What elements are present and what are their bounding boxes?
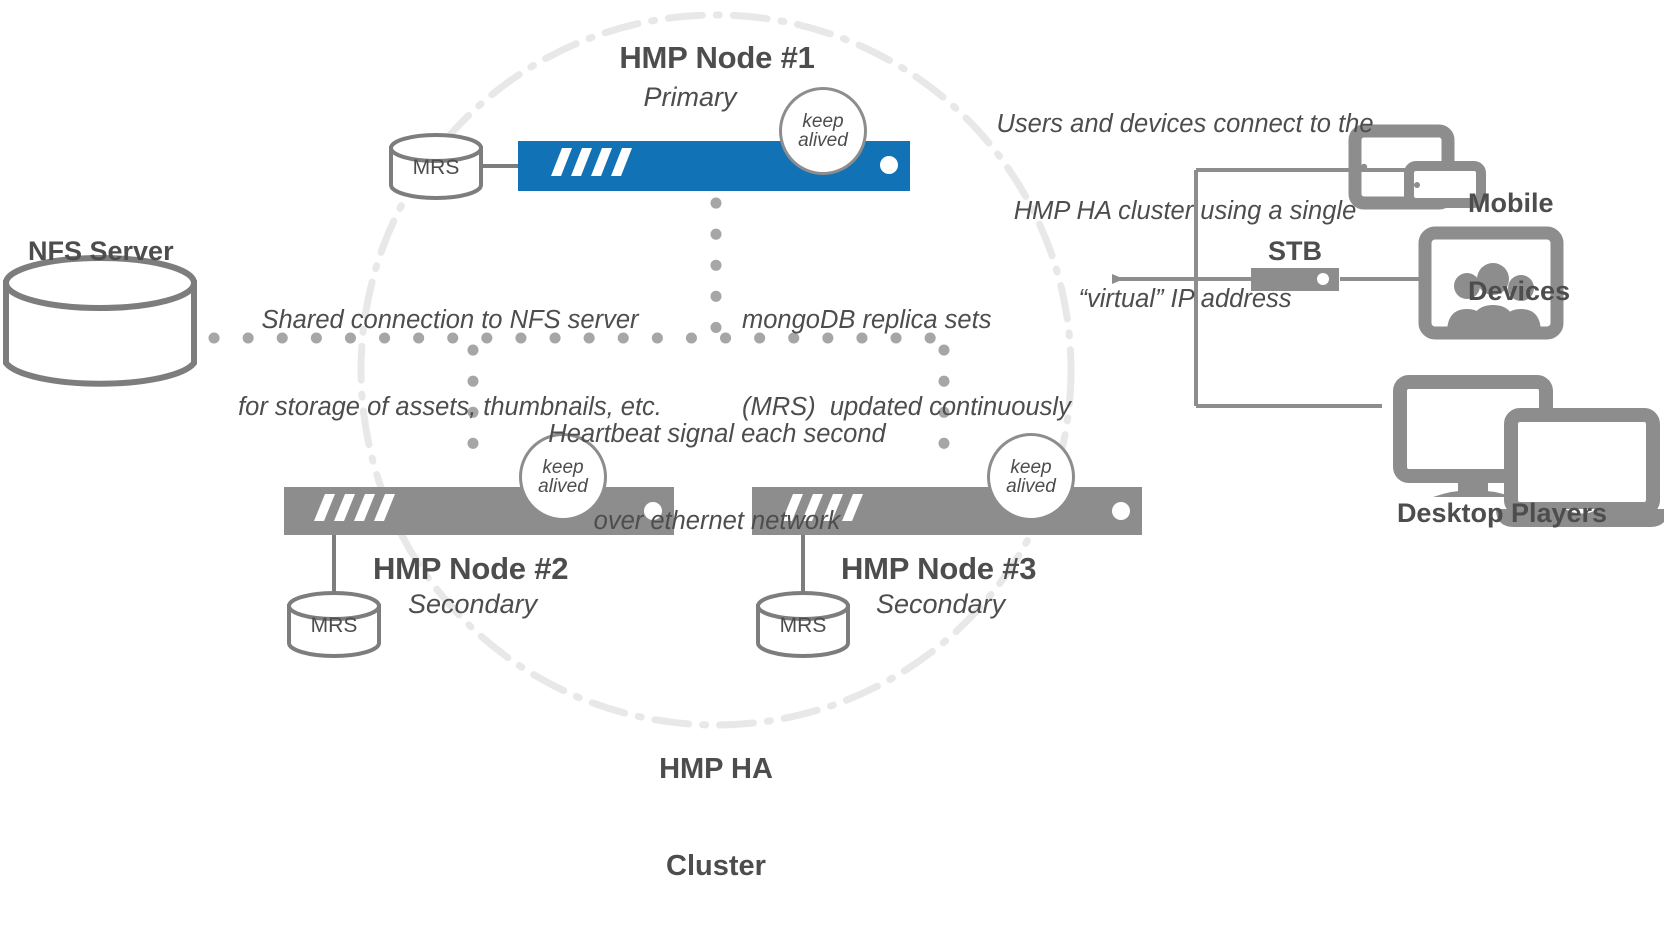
tablet-phone-icon	[1348, 124, 1486, 210]
node2-title: HMP Node #2	[373, 551, 569, 586]
annotation-nfs-shared: Shared connection to NFS server for stor…	[238, 306, 662, 422]
mrs-cylinder-node1	[389, 133, 520, 200]
node1-title: HMP Node #1	[619, 40, 815, 75]
node2-server-bar	[284, 487, 674, 614]
mrs-label-node2: MRS	[310, 614, 358, 637]
nfs-server-icon	[3, 255, 197, 387]
mobile-devices-label: Mobile Devices	[1468, 188, 1571, 306]
cluster-label: HMP HA Cluster	[659, 752, 773, 883]
annotation-heartbeat: Heartbeat signal each second over ethern…	[548, 420, 886, 536]
status-led-icon-node2	[644, 502, 662, 520]
keepalive-badge-node1: keep alived	[779, 87, 867, 175]
server-vent-icon-node3	[782, 494, 863, 521]
keepalive-text-node3: keep alived	[1006, 456, 1056, 497]
node3-title: HMP Node #3	[841, 551, 1037, 586]
server-vent-icon-node2	[314, 494, 395, 521]
keepalive-badge-node2: keep alived	[519, 433, 607, 521]
annotation-mongo-replica: mongoDB replica sets (MRS) updated conti…	[742, 306, 1071, 422]
node1-role: Primary	[643, 82, 737, 112]
cluster-boundary-circle	[357, 11, 1075, 729]
nfs-server-label: NFS Server	[28, 236, 174, 266]
client-network-wiring	[1112, 168, 1430, 408]
set-top-box-icon	[1251, 268, 1339, 291]
annotation-virtual-ip: Users and devices connect to the HMP HA …	[996, 110, 1374, 313]
server-vent-icon-node1	[551, 148, 632, 176]
node2-role: Secondary	[408, 589, 538, 619]
monitor-laptop-icon	[1393, 375, 1664, 527]
status-led-icon-node3	[1112, 502, 1130, 520]
tv-viewers-icon	[1418, 226, 1564, 340]
diagram-canvas: NFS Server HMP Node #1 Primary keep aliv…	[3, 11, 1664, 882]
mrs-cylinder-node2	[287, 591, 381, 658]
node3-role: Secondary	[876, 589, 1006, 619]
stb-label: STB	[1268, 236, 1322, 266]
status-led-icon-node1	[880, 156, 898, 174]
mrs-label-node1: MRS	[412, 156, 460, 179]
keepalive-text-node1: keep alived	[798, 110, 848, 151]
mrs-label-node3: MRS	[779, 614, 827, 637]
node3-server-bar	[752, 487, 1142, 614]
keepalive-badge-node3: keep alived	[987, 433, 1075, 521]
mrs-cylinder-node3	[756, 591, 850, 658]
keepalive-text-node2: keep alived	[538, 456, 588, 497]
desktop-players-label: Desktop Players	[1396, 498, 1608, 528]
